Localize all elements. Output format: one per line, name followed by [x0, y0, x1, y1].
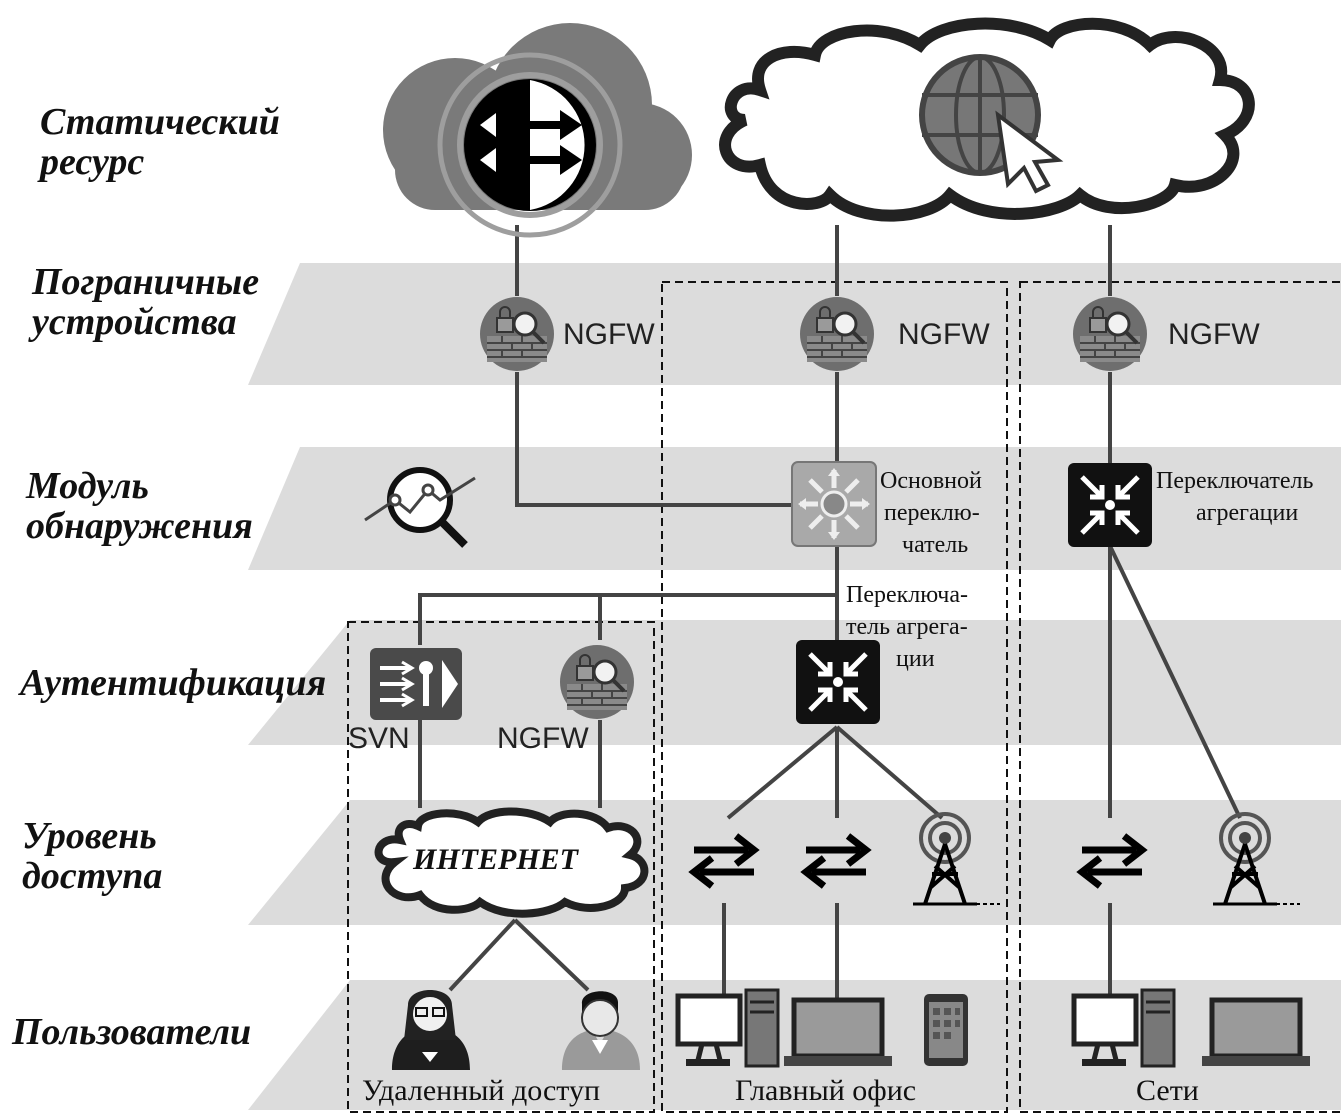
agg-switch-right-label-2: агрегации	[1196, 500, 1298, 526]
core-switch-icon[interactable]	[791, 461, 877, 547]
agg-switch-center-label-3: ции	[896, 646, 935, 672]
layer-label-authentication: Аутентификация	[20, 663, 326, 703]
layer-label-line: обнаружения	[26, 505, 253, 547]
agg-switch-right-label-1: Переключатель	[1156, 468, 1314, 494]
layer-label-access: Уровень доступа	[22, 816, 162, 896]
zone-main-office-label: Главный офис	[735, 1074, 916, 1107]
ngfw-auth-label: NGFW	[497, 722, 589, 755]
aggregation-switch-icon[interactable]	[796, 640, 880, 724]
layer-label-users: Пользователи	[12, 1012, 251, 1052]
layer-label-line: Модуль	[26, 465, 149, 507]
layer-label-line: Пограничные	[32, 261, 260, 303]
agg-switch-center-label-2: тель агрега-	[846, 614, 968, 640]
zone-remote-label: Удаленный доступ	[362, 1074, 600, 1107]
firewall-icon[interactable]	[798, 295, 876, 373]
core-switch-label-3: чатель	[902, 532, 968, 558]
core-switch-label-1: Основной	[880, 468, 982, 494]
aggregation-switch-icon[interactable]	[1068, 463, 1152, 547]
layer-label-line: устройства	[32, 301, 237, 343]
agg-switch-center-label-1: Переключа-	[846, 582, 968, 608]
zone-networks-label: Сети	[1136, 1074, 1199, 1107]
ngfw-left-label: NGFW	[563, 318, 655, 351]
band-authentication	[248, 620, 1341, 745]
layer-label-edge-devices: Пограничные устройства	[32, 262, 259, 342]
zone-borders	[347, 281, 1341, 1113]
laptop-icon[interactable]	[784, 1000, 892, 1066]
cloud-exchange-icon	[383, 23, 692, 238]
ngfw-center-label: NGFW	[898, 318, 990, 351]
zone-remote-border	[347, 621, 655, 1113]
ngfw-right-label: NGFW	[1168, 318, 1260, 351]
globe-cloud	[719, 17, 1255, 222]
firewall-icon[interactable]	[1071, 295, 1149, 373]
internet-label: ИНТЕРНЕТ	[412, 843, 580, 876]
smartphone-icon[interactable]	[924, 994, 968, 1066]
layer-label-line: Пользователи	[12, 1011, 252, 1053]
layer-label-detection: Модуль обнаружения	[26, 466, 253, 546]
layer-label-line: ресурс	[40, 141, 145, 183]
firewall-icon[interactable]	[558, 643, 636, 721]
woman-user-icon	[392, 990, 470, 1070]
svn-gateway-icon[interactable]	[370, 648, 462, 720]
core-switch-label-2: переклю-	[884, 500, 980, 526]
connections	[418, 225, 1242, 998]
svn-label: SVN	[348, 722, 410, 755]
layer-label-line: доступа	[22, 855, 163, 897]
layer-label-line: Статический	[40, 101, 280, 143]
zone-main-office-border	[661, 281, 1008, 1113]
zone-networks-border	[1019, 281, 1341, 1113]
layer-label-line: Аутентификация	[20, 662, 327, 704]
man-user-icon	[562, 991, 640, 1070]
globe-cursor-icon	[919, 54, 1064, 194]
magnifier-chart-icon	[364, 467, 476, 548]
internet-cloud-icon[interactable]	[374, 807, 649, 918]
laptop-icon[interactable]	[1202, 1000, 1310, 1066]
firewall-icon[interactable]	[478, 295, 556, 373]
layer-label-static-resource: Статический ресурс	[40, 102, 280, 182]
layer-label-line: Уровень	[22, 815, 157, 857]
